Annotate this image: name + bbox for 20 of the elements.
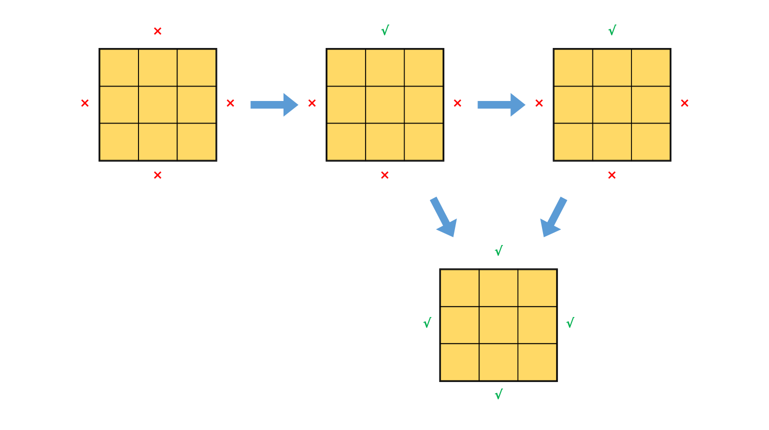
node-label: ×	[606, 166, 617, 182]
node-label: ×	[678, 94, 690, 110]
node-label: √	[494, 243, 502, 258]
arrow	[250, 93, 298, 117]
arrow	[540, 196, 567, 238]
node-label: ×	[224, 94, 236, 110]
node-label: √	[607, 22, 616, 38]
node-label: ×	[533, 94, 544, 110]
node-label: √	[380, 22, 389, 38]
node-label: √	[565, 315, 574, 330]
node-label: ×	[152, 22, 162, 38]
node-label: ×	[79, 94, 90, 110]
node-label: √	[422, 315, 431, 330]
node-label: ×	[152, 166, 162, 182]
node-label: √	[494, 387, 502, 402]
node-label: ×	[306, 94, 317, 110]
node-label: ×	[452, 94, 462, 110]
arrow	[429, 196, 456, 238]
arrow	[477, 93, 526, 117]
node-label: ×	[379, 166, 390, 182]
